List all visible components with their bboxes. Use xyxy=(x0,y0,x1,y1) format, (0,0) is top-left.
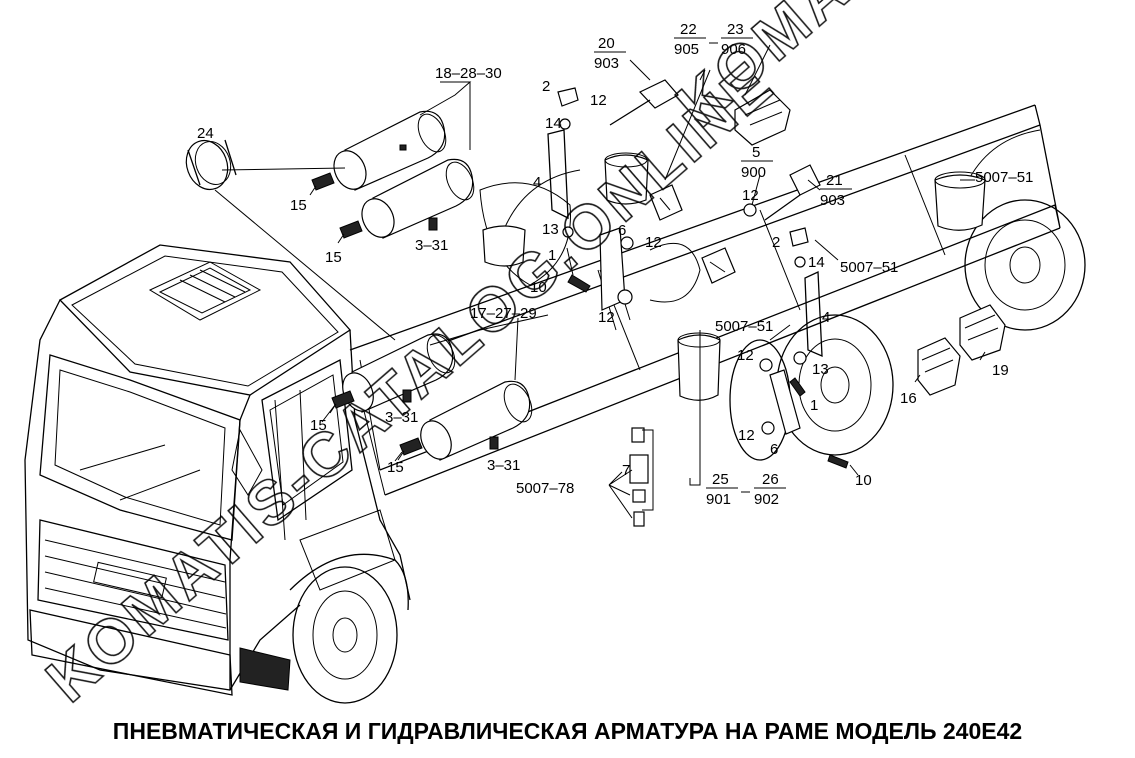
fraction-labels: 20 903 22 905 23 906 5 900 21 903 25 xyxy=(594,21,852,508)
fraction-numerator: 23 xyxy=(727,21,744,38)
part-labels: 18–28–30 24 15 15 15 15 3–31 3–31 3–31 1… xyxy=(197,65,1033,497)
label-12-b: 12 xyxy=(645,234,662,251)
fraction-denominator: 905 xyxy=(674,41,699,58)
label-3-31-c: 3–31 xyxy=(487,457,520,474)
label-5007-51-b: 5007–51 xyxy=(840,259,898,276)
label-1-a: 1 xyxy=(548,247,556,264)
label-19: 19 xyxy=(992,362,1009,379)
fraction-denominator: 906 xyxy=(721,41,746,58)
label-15-b: 15 xyxy=(325,249,342,266)
label-13-a: 13 xyxy=(542,221,559,238)
label-15-d: 15 xyxy=(387,459,404,476)
label-1-b: 1 xyxy=(810,397,818,414)
label-24: 24 xyxy=(197,125,214,142)
fraction-denominator: 901 xyxy=(706,491,731,508)
sealing-ring-part xyxy=(185,139,237,191)
label-3-31-b: 3–31 xyxy=(385,409,418,426)
fraction-numerator: 26 xyxy=(762,471,779,488)
air-tanks-upper xyxy=(333,110,475,239)
label-13-b: 13 xyxy=(812,361,829,378)
fraction-25-901: 25 901 xyxy=(706,471,750,508)
valves-and-levers xyxy=(547,79,1006,469)
fraction-denominator: 903 xyxy=(594,55,619,72)
label-12-e: 12 xyxy=(737,347,754,364)
fittings xyxy=(309,172,649,527)
label-12-a: 12 xyxy=(590,92,607,109)
label-7: 7 xyxy=(622,462,630,479)
fraction-22-905: 22 905 xyxy=(674,21,718,58)
fraction-denominator: 903 xyxy=(820,192,845,209)
label-15-c: 15 xyxy=(310,417,327,434)
label-5007-51-c: 5007–51 xyxy=(715,318,773,335)
label-2-b: 2 xyxy=(772,234,780,251)
label-6-b: 6 xyxy=(770,441,778,458)
diagram-title: ПНЕВМАТИЧЕСКАЯ И ГИДРАВЛИЧЕСКАЯ АРМАТУРА… xyxy=(112,718,1023,744)
truck-cab xyxy=(24,244,411,704)
fraction-numerator: 20 xyxy=(598,35,615,52)
label-14-a: 14 xyxy=(545,115,562,132)
label-12-c: 12 xyxy=(598,309,615,326)
label-5007-51-a: 5007–51 xyxy=(975,169,1033,186)
fraction-numerator: 21 xyxy=(826,172,843,189)
label-16: 16 xyxy=(900,390,917,407)
fraction-21-903: 21 903 xyxy=(820,172,852,209)
fraction-denominator: 900 xyxy=(741,164,766,181)
fraction-26-902: 26 902 xyxy=(754,471,786,508)
label-2-a: 2 xyxy=(542,78,550,95)
fraction-23-906: 23 906 xyxy=(721,21,753,58)
label-17-27-29: 17–27–29 xyxy=(470,305,537,322)
fraction-20-903: 20 903 xyxy=(594,35,626,72)
label-12-d: 12 xyxy=(742,187,759,204)
label-12-f: 12 xyxy=(738,427,755,444)
label-5007-78: 5007–78 xyxy=(516,480,574,497)
label-4-a: 4 xyxy=(533,174,541,191)
fraction-5-900: 5 900 xyxy=(741,144,773,181)
fraction-numerator: 25 xyxy=(712,471,729,488)
label-10-b: 10 xyxy=(855,472,872,489)
label-18-28-30: 18–28–30 xyxy=(435,65,502,82)
label-3-31-a: 3–31 xyxy=(415,237,448,254)
label-14-b: 14 xyxy=(808,254,825,271)
leader-lines xyxy=(214,44,986,519)
label-6-a: 6 xyxy=(618,222,626,239)
fraction-numerator: 5 xyxy=(752,144,760,161)
fraction-denominator: 902 xyxy=(754,491,779,508)
label-4-b: 4 xyxy=(822,309,830,326)
label-15-a: 15 xyxy=(290,197,307,214)
air-springs xyxy=(482,152,986,401)
fraction-numerator: 22 xyxy=(680,21,697,38)
label-10-a: 10 xyxy=(530,279,547,296)
